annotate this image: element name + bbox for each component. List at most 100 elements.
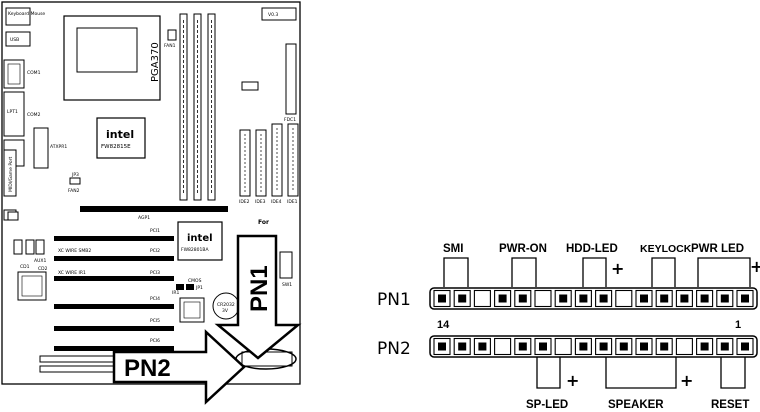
agp1-label: AGP1: [138, 215, 150, 221]
pn1-pin-13: [680, 294, 689, 303]
sp-led-bracket: [536, 357, 561, 389]
aux1-label: AUX1: [34, 258, 46, 264]
pci4-label: PCI4: [150, 296, 160, 302]
pci6-label: PCI6: [150, 338, 160, 344]
pn1-row-label: PN1: [377, 290, 411, 310]
pn2-pin-1: [438, 342, 446, 351]
bios-chip-inner: [183, 301, 201, 319]
pn2-position-7: [554, 337, 572, 356]
pn2-pin-8: [579, 342, 588, 351]
pin-1-label: 1: [735, 319, 741, 331]
pwr-led-plus: +: [750, 257, 760, 276]
sp-led-label: SP-LED: [526, 399, 568, 411]
dimm-slots: [179, 13, 216, 201]
lpt1-label: LPT1: [7, 109, 18, 115]
cpu-socket-label: PGA370: [150, 42, 161, 82]
small-header: [7, 211, 19, 221]
version-label: V0.3: [268, 12, 278, 18]
south-bridge-label: FW82801BA: [181, 247, 209, 253]
pn1-pin-16: [741, 294, 749, 303]
pn2-pin-10: [619, 342, 628, 351]
for-label: For: [258, 219, 269, 226]
ide-connectors: [239, 123, 299, 197]
pwr-led-bracket: [697, 257, 751, 287]
com2-label: COM2: [27, 112, 41, 118]
pn2-pin-15: [720, 342, 729, 351]
north-bridge-intel-logo: intel: [106, 128, 134, 141]
pn1-pin-1: [438, 294, 446, 303]
pn1-pin-9: [599, 294, 608, 303]
cd1-connector: [13, 239, 23, 255]
ide3-label: IDE3: [255, 199, 266, 205]
ide4-label: IDE4: [271, 199, 282, 205]
pn2-pin-14: [700, 342, 709, 351]
pn2-pin-9: [599, 342, 608, 351]
small-chip: [241, 81, 259, 91]
version-box: [261, 7, 297, 21]
audio-codec-chip: [17, 271, 47, 301]
aux1-connector: [25, 239, 35, 255]
pn2-pin-12: [660, 342, 669, 351]
front-panel-location: [241, 351, 293, 367]
ide2-label: IDE2: [239, 199, 250, 205]
cd2-label: CD2: [38, 266, 48, 272]
midi-game-port-label: MIDI/Game Port: [8, 156, 14, 192]
cd2-connector: [35, 239, 45, 255]
pwr-on-label: PWR-ON: [499, 243, 547, 255]
pn2-pin-3: [478, 342, 487, 351]
pci1-label: PCI1: [150, 228, 160, 234]
north-bridge-label: FW82815E: [101, 144, 131, 150]
agp-slot: [80, 206, 228, 212]
fdc1-connector: [285, 43, 297, 115]
jp3-label: JP3: [71, 172, 79, 178]
atxpr1-label: ATXPR1: [50, 144, 67, 150]
sp-led-plus: +: [566, 371, 579, 390]
pn1-connector-body: [429, 287, 758, 310]
hdd-led-label: HDD-LED: [566, 243, 618, 255]
pin-14-label: 14: [437, 319, 450, 331]
south-bridge-intel-logo: intel: [187, 233, 213, 244]
pn2-arrow-label: PN2: [124, 355, 171, 382]
pci2-label: PCI2: [150, 248, 160, 254]
pn1-pin-8: [579, 294, 588, 303]
reset-label: RESET: [711, 399, 749, 411]
pn2-position-13: [675, 337, 693, 356]
pn2-pin-6: [539, 342, 547, 351]
bios-chip: [179, 297, 205, 323]
front-panel-connector: SMI PWR-ON HDD-LED KEYLOCK PWR LED + + P…: [377, 243, 760, 411]
south-bridge-chip: [177, 221, 223, 261]
speaker-label: SPEAKER: [608, 399, 664, 411]
pci-slots: [54, 236, 174, 351]
cpu-socket-inner: [76, 27, 138, 73]
pn1-position-6: [534, 289, 552, 308]
hdd-led-bracket: [582, 257, 607, 287]
midi-game-port: [3, 149, 17, 197]
sw1-label: SW1: [282, 282, 292, 288]
pn1-pin-12: [660, 294, 669, 303]
xc-wire-smb2-label: XC WIRE SMB2: [58, 248, 91, 254]
battery-model-label: CR2032: [217, 302, 235, 308]
speaker-bracket: [605, 357, 677, 389]
pn2-connector-body: [429, 335, 758, 358]
jp1-label: JP1: [195, 285, 203, 291]
keyboard-mouse-port: [5, 7, 31, 26]
sw1-dip-switch: [279, 251, 293, 279]
pwr-led-label: PWR LED: [691, 243, 744, 255]
pn2-pin-2: [458, 342, 467, 351]
com1-port: [3, 59, 25, 89]
atx-power-connector: [33, 127, 49, 169]
hdd-led-plus: +: [611, 259, 624, 278]
keylock-label: KEYLOCK: [640, 243, 692, 255]
north-bridge-chip: [96, 117, 146, 159]
cmos-label: CMOS: [188, 278, 202, 284]
pn1-pin-14: [700, 294, 709, 303]
usb-label: USB: [10, 37, 19, 43]
pn2-pin-16: [741, 342, 749, 351]
cd1-label: CD1: [20, 264, 30, 270]
ir1-label: IR1: [172, 290, 179, 296]
pn1-pin-2: [458, 294, 467, 303]
fan2-header: [69, 177, 81, 185]
pn1-pins: [433, 289, 754, 308]
usb-port: [5, 31, 31, 47]
fan1-label: FAN1: [164, 43, 176, 49]
